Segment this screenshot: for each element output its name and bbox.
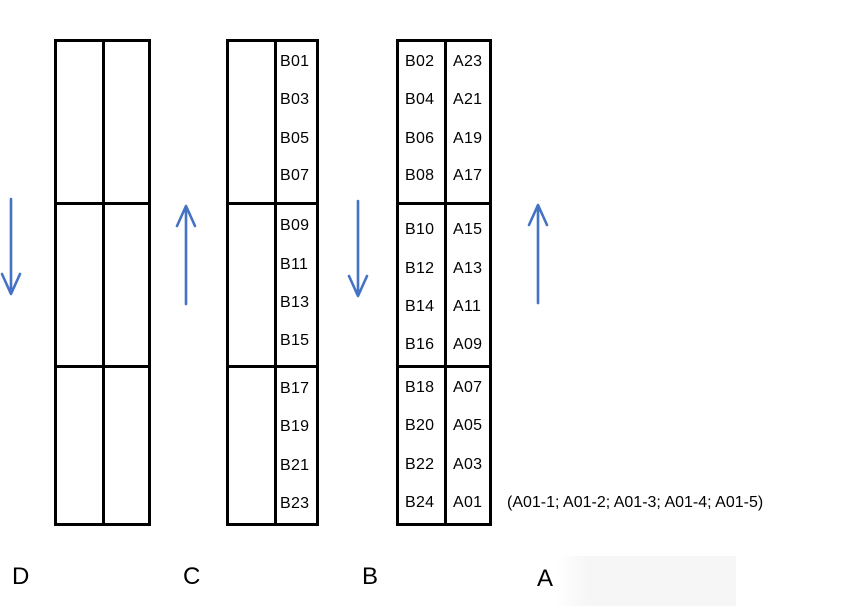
blurred-region: [556, 556, 736, 606]
rack-c-slot: B07: [280, 167, 310, 184]
up-arrow-icon: [527, 203, 549, 305]
rack-a-slot: A13: [453, 260, 483, 277]
rack-c-slot: B17: [280, 380, 310, 397]
rack-c-slot: B09: [280, 217, 310, 234]
rack-b-slot: B16: [405, 336, 435, 353]
rack-a-slot: A15: [453, 221, 483, 238]
column-label-b: B: [362, 563, 379, 590]
rack-d-section-line: [57, 202, 148, 205]
rack-b-slot: B24: [405, 494, 435, 511]
rack-c-slot: B23: [280, 495, 310, 512]
column-label-d: D: [12, 563, 30, 590]
rack-a-slot: A09: [453, 336, 483, 353]
rack-c-slot: B13: [280, 294, 310, 311]
column-label-c: C: [183, 563, 201, 590]
rack-c: [226, 39, 319, 526]
rack-c-slot: B21: [280, 457, 310, 474]
rack-c-divider: [274, 42, 277, 523]
rack-a-slot: A01: [453, 494, 483, 511]
rack-a-slot: A23: [453, 53, 483, 70]
rack-b-slot: B12: [405, 260, 435, 277]
a01-subslots-note: (A01-1; A01-2; A01-3; A01-4; A01-5): [507, 494, 764, 511]
rack-c-slot: B03: [280, 91, 310, 108]
rack-c-slot: B11: [280, 256, 309, 273]
rack-c-slot: B19: [280, 418, 310, 435]
rack-a-slot: A05: [453, 417, 483, 434]
rack-b-slot: B22: [405, 456, 435, 473]
rack-a-slot: A19: [453, 130, 483, 147]
rack-b-slot: B20: [405, 417, 435, 434]
rack-a-slot: A03: [453, 456, 483, 473]
rack-b-slot: B04: [405, 91, 435, 108]
rack-b-section-line: [399, 202, 489, 205]
rack-c-section-line: [229, 365, 316, 368]
rack-b-section-line: [399, 365, 489, 368]
column-label-a: A: [537, 565, 554, 592]
down-arrow-icon: [347, 199, 369, 298]
rack-c-slot: B15: [280, 332, 310, 349]
rack-a-slot: A21: [453, 91, 483, 108]
rack-c-slot: B01: [280, 53, 310, 70]
rack-a-slot: A17: [453, 167, 483, 184]
rack-b: [396, 39, 492, 526]
rack-b-slot: B14: [405, 298, 435, 315]
rack-d-section-line: [57, 365, 148, 368]
up-arrow-icon: [175, 204, 197, 306]
rack-c-slot: B05: [280, 130, 310, 147]
down-arrow-icon: [0, 197, 22, 296]
rack-b-slot: B02: [405, 53, 435, 70]
rack-c-section-line: [229, 202, 316, 205]
rack-a-slot: A07: [453, 379, 483, 396]
rack-d: [54, 39, 151, 526]
rack-b-slot: B06: [405, 130, 435, 147]
rack-b-slot: B08: [405, 167, 435, 184]
rack-d-divider: [102, 42, 105, 523]
rack-b-slot: B10: [405, 221, 435, 238]
rack-b-divider: [444, 42, 447, 523]
rack-a-slot: A11: [453, 298, 482, 315]
rack-b-slot: B18: [405, 379, 435, 396]
